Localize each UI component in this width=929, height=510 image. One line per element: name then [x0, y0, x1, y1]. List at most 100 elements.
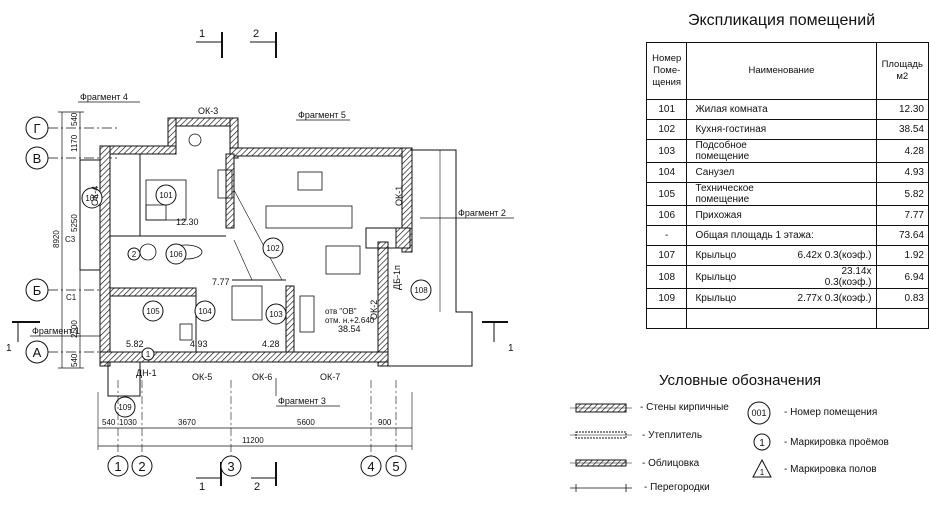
row-area: 38.54 [875, 119, 929, 140]
dining-table-icon [325, 245, 361, 275]
area-101: 12.30 [176, 217, 199, 227]
area-104: 4.93 [190, 339, 208, 349]
legend-insulation-label: - Утеплитель [642, 430, 703, 441]
row-calc [791, 308, 877, 329]
opening-ok-2: ОК-2 [369, 300, 379, 320]
row-name: Подсобное помещение [686, 139, 792, 163]
opening-symbol-icon [753, 433, 771, 451]
row-number: 103 [645, 139, 688, 163]
opening-ok-6: ОК-6 [252, 372, 272, 382]
row-area: 7.77 [875, 205, 929, 226]
row-number: 101 [645, 99, 688, 120]
room-bubble-109 [114, 396, 136, 418]
label-c3: С3 [65, 235, 76, 244]
row-area: 5.82 [875, 182, 929, 206]
row-name: Жилая комната [686, 99, 792, 120]
axis-bubble-g [25, 116, 49, 140]
row-number: 102 [645, 119, 688, 140]
row-area: 4.93 [875, 162, 929, 183]
kitchen-island-icon [297, 171, 323, 191]
axis-label-5: 5 [392, 459, 399, 474]
section-1-top: 1 [199, 28, 205, 40]
room-number-104: 104 [198, 307, 212, 316]
axis-label-2: 2 [138, 459, 145, 474]
area-102: 38.54 [338, 324, 361, 334]
room-number-105: 105 [146, 307, 160, 316]
row-number: 104 [645, 162, 688, 183]
axis-bubble-5 [385, 455, 407, 477]
legend-brick-label: - Стены кирпичные [640, 402, 729, 413]
row-number [645, 308, 688, 329]
axis-label-1: 1 [114, 459, 121, 474]
dim-v-2500: 2500 [70, 320, 79, 338]
row-name: Крыльцо [686, 245, 792, 266]
room-number-106: 106 [169, 250, 183, 259]
row-area: 0.83 [875, 288, 929, 309]
axis-label-a: А [33, 345, 42, 360]
row-calc [791, 139, 877, 163]
toilet-icon [179, 323, 193, 341]
row-area: 12.30 [875, 99, 929, 120]
header-name: Наименование [686, 42, 877, 100]
wall-partition-105 [109, 287, 197, 297]
row-area [875, 308, 929, 329]
dim-h-3670: 3670 [178, 418, 196, 427]
row-number: 106 [645, 205, 688, 226]
axis-label-g: Г [33, 121, 40, 136]
sofa-icon [265, 205, 353, 229]
dim-h-1030: 1030 [119, 418, 137, 427]
row-calc: 23.14x 0.3(коэф.) [791, 265, 877, 289]
wall-jog-fill [395, 227, 411, 249]
row-area: 6.94 [875, 265, 929, 289]
room-bubbles: 101 102 103 104 105 106 107 108 109 2 1 [81, 184, 432, 418]
legend-floor-marker-label: - Маркировка полов [784, 464, 877, 475]
room-bubble-103 [265, 303, 287, 325]
opening-ok-4: ОК-4 [90, 186, 100, 206]
side-mark-right: 1 [508, 343, 514, 354]
row-area: 73.64 [875, 225, 929, 246]
armchair-icon [188, 133, 202, 147]
legend-samples [570, 403, 632, 492]
row-number: - [645, 225, 688, 246]
wall-partition-103 [285, 285, 295, 353]
fragment-5-label: Фрагмент 5 [298, 110, 346, 120]
opening-ok-5: ОК-5 [192, 372, 212, 382]
fragment-3-label: Фрагмент 3 [278, 396, 326, 406]
row-calc [791, 205, 877, 226]
row-number: 108 [645, 265, 688, 289]
opening-symbol-text: 1 [759, 438, 765, 449]
opening-mark-2-label: 2 [132, 250, 137, 259]
legend-partition-label: - Перегородки [644, 482, 710, 493]
axis-label-b: Б [33, 283, 42, 298]
axis-bubble-2 [131, 455, 153, 477]
explication-title: Экспликация помещений [688, 12, 876, 29]
opening-ok-7: ОК-7 [320, 372, 340, 382]
opening-mark-2 [127, 247, 141, 261]
bed-pillow-icon [145, 204, 167, 221]
opening-ok-1: ОК-1 [394, 186, 404, 206]
dim-h-540: 540 [102, 418, 116, 427]
level-note-1: отв "ОВ" [325, 307, 357, 316]
wall-partition-mid [225, 153, 235, 229]
stairs-icon [231, 285, 263, 321]
row-name: Крыльцо [686, 265, 792, 289]
table-row [645, 308, 929, 329]
wall-east-lower [377, 241, 389, 367]
section-2-top: 2 [253, 28, 259, 40]
room-bubble-102 [262, 237, 284, 259]
room-number-107: 107 [85, 194, 99, 203]
axis-label-3: 3 [227, 459, 234, 474]
row-number: 109 [645, 288, 688, 309]
row-calc: 2.77x 0.3(коэф.) [791, 288, 877, 309]
opening-db-1p: ДБ-1п [392, 265, 402, 290]
axis-label-4: 4 [367, 459, 374, 474]
axis-label-v: В [33, 151, 42, 166]
row-name: Техническое помещение [686, 182, 792, 206]
dim-v-8920: 8920 [52, 230, 61, 248]
row-calc [791, 119, 877, 140]
opening-mark-1 [141, 347, 155, 361]
explication-table: Номер Поме- щения Наименование Площадь м… [645, 42, 929, 329]
section-marks-side: 1 1 [6, 321, 514, 354]
area-103: 4.28 [262, 339, 280, 349]
